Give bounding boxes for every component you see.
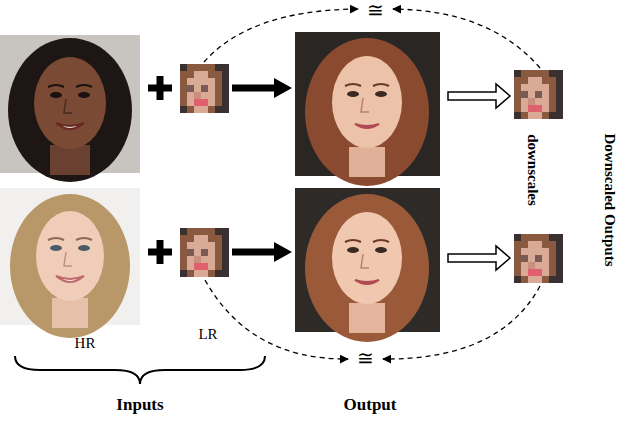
- input-label: LR: [198, 326, 217, 343]
- congruence-symbol: ≅: [355, 347, 376, 369]
- group-label: Output: [344, 396, 397, 415]
- group-label: Inputs: [116, 396, 163, 415]
- side-label: Downscaled Outputs: [602, 134, 619, 267]
- arrow-label: downscales: [525, 134, 542, 206]
- input-label: HR: [75, 335, 96, 352]
- congruence-symbol: ≅: [365, 0, 386, 21]
